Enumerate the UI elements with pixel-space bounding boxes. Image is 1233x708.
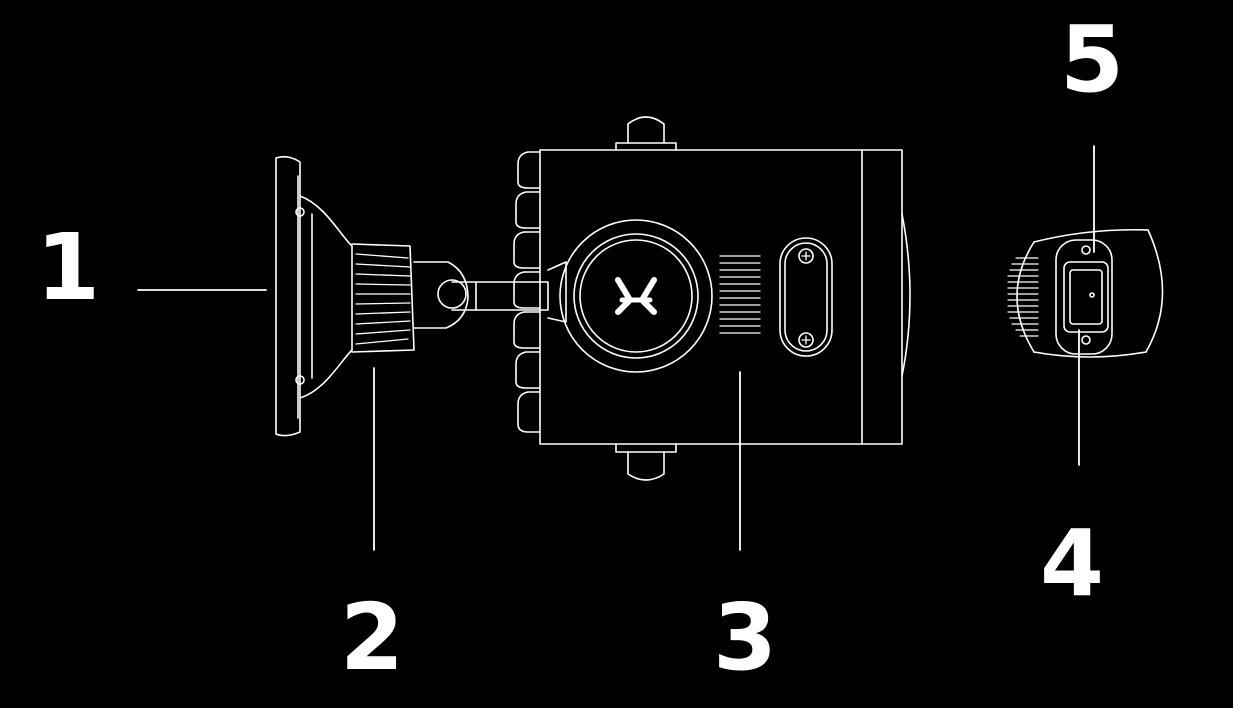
- camera-rear-view: [1007, 228, 1164, 358]
- mount-bracket: [299, 195, 549, 399]
- callout-4: 4: [1040, 510, 1105, 617]
- callout-2: 2: [340, 584, 405, 691]
- camera-body: [513, 116, 911, 481]
- rear-grip-lines: [1007, 257, 1039, 337]
- mount-base-plate: [275, 155, 305, 437]
- vent-slots: [719, 255, 761, 334]
- callout-5: 5: [1060, 6, 1125, 113]
- callout-3: 3: [713, 584, 778, 691]
- callout-1: 1: [36, 214, 101, 321]
- bracket-ribs: [355, 253, 411, 345]
- leader-lines: [137, 145, 1095, 551]
